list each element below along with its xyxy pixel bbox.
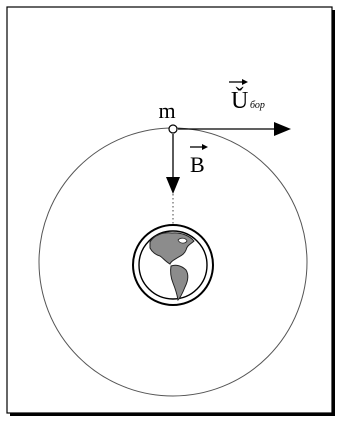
velocity-symbol: Ǔ [231,87,248,114]
force-label: B [190,144,208,177]
mass-point [168,124,178,134]
frame [6,6,333,414]
velocity-arrowhead [274,122,291,136]
velocity-subscript: бор [250,100,265,111]
force-arrowhead [166,177,180,194]
force-symbol: B [190,152,205,177]
earth-icon [132,224,214,306]
velocity-label: Ǔ бор [229,79,265,114]
earth-continent-islands [177,237,188,244]
force-vector-tip [202,144,208,150]
velocity-vector-tip [242,79,248,85]
mass-label: m [158,98,175,123]
earth-continent-south [170,264,189,302]
